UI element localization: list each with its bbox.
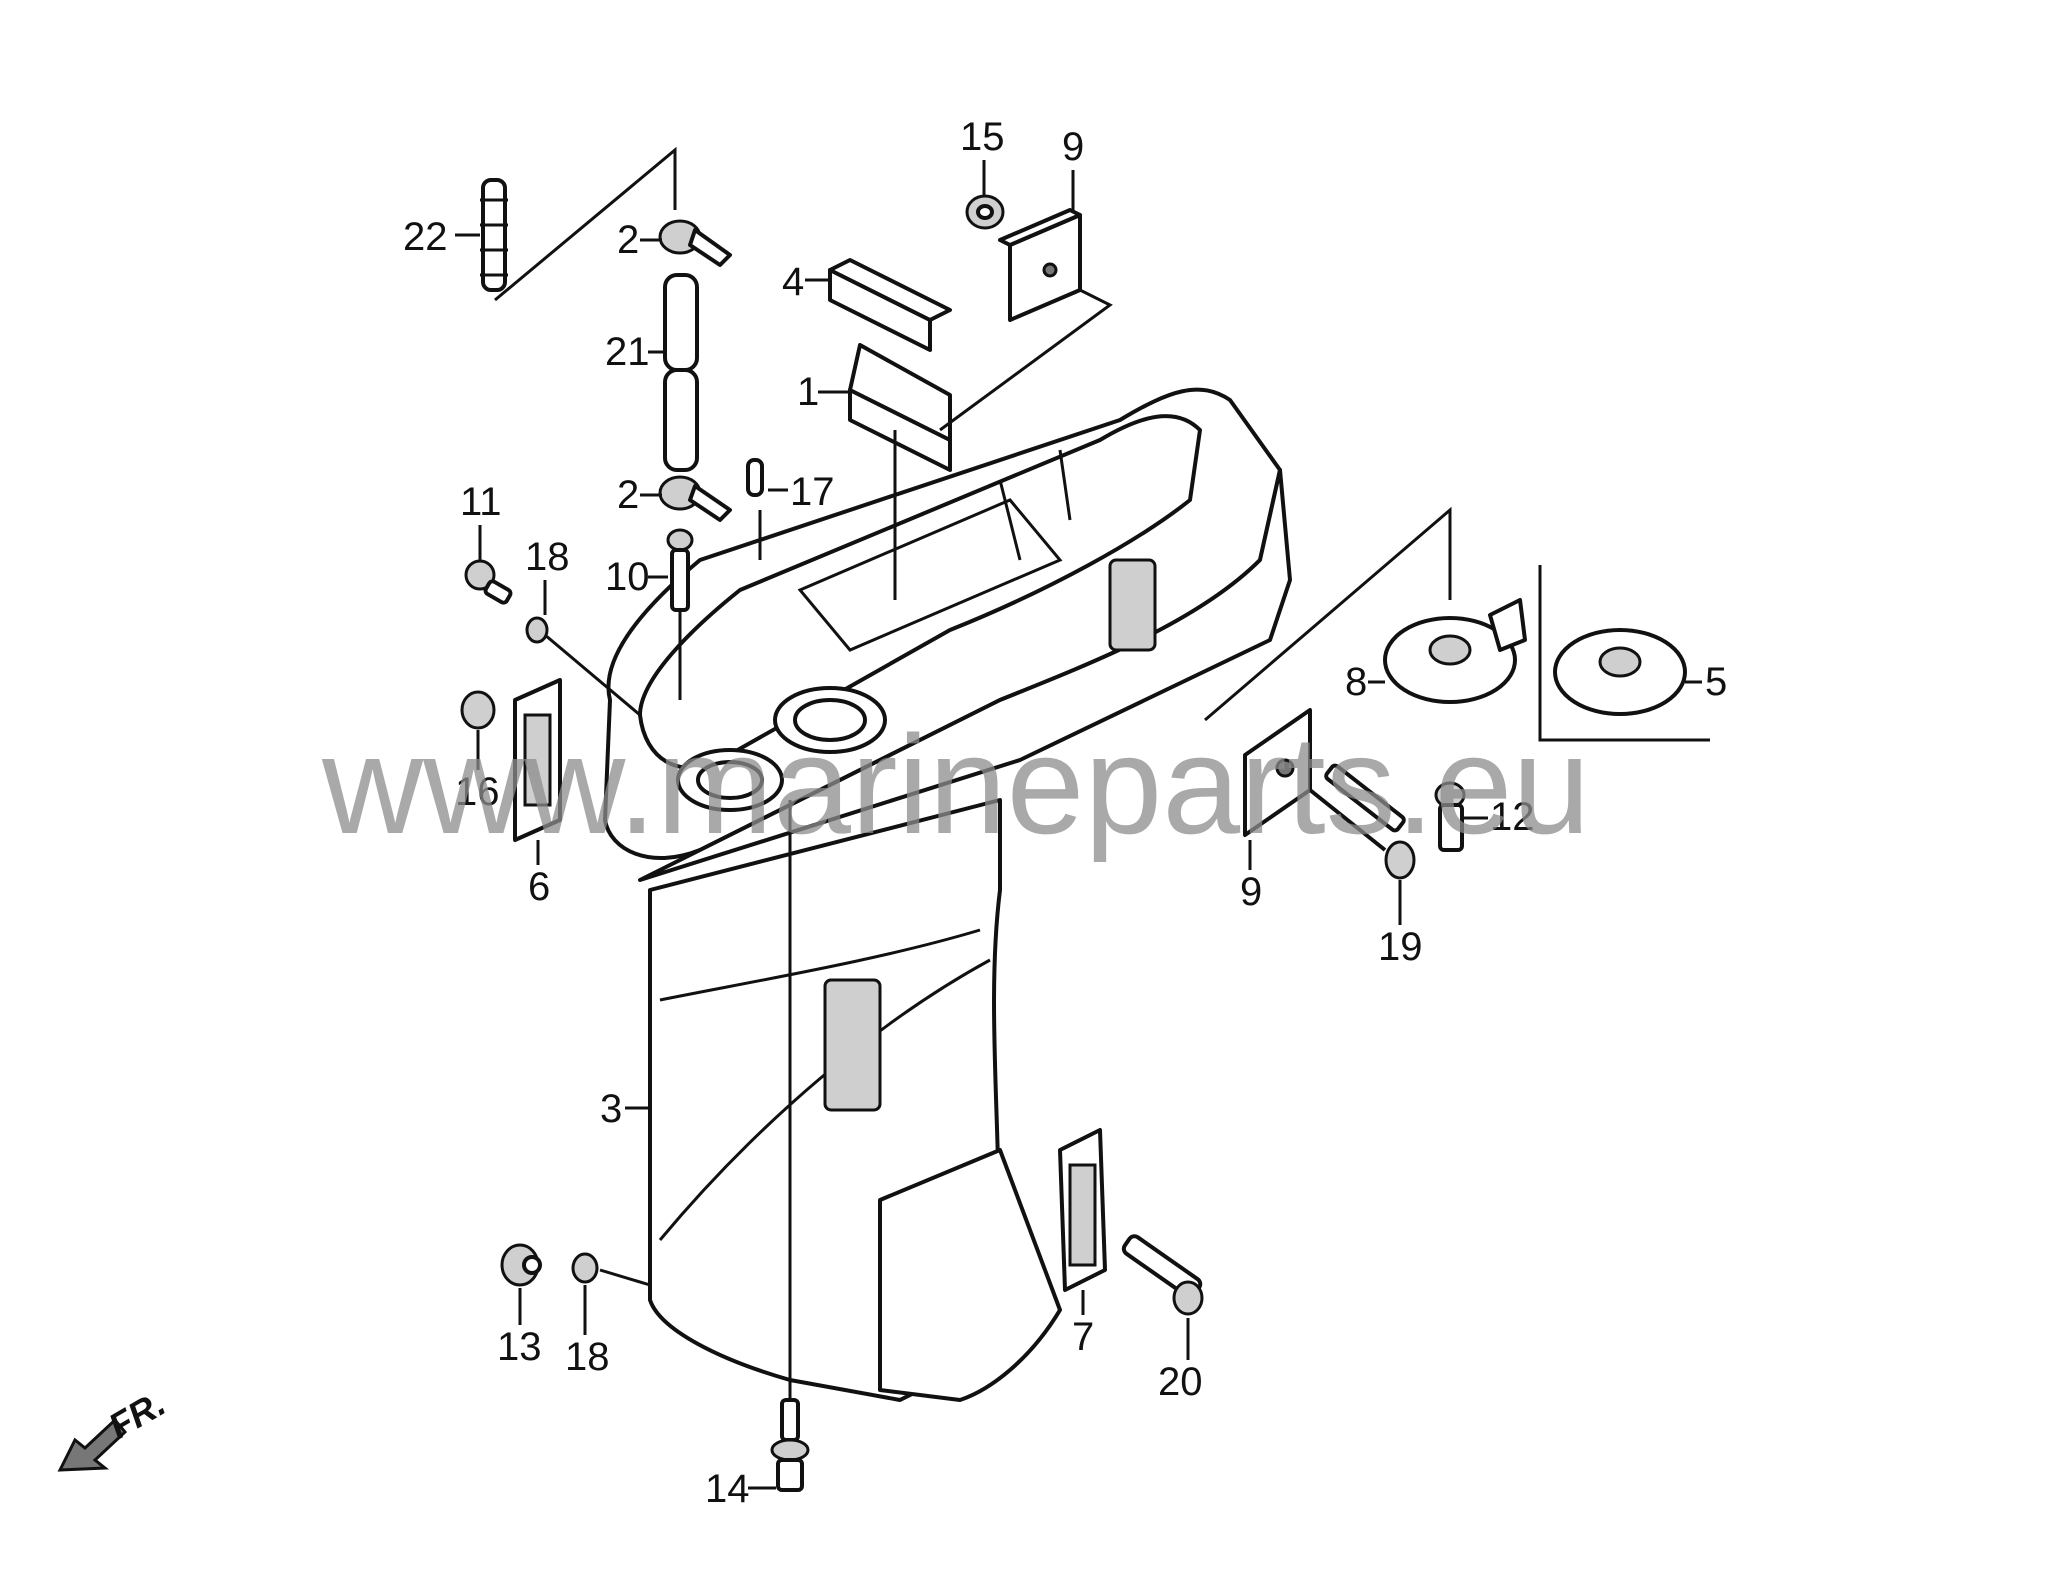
callout-22: 22 <box>403 215 448 259</box>
callout-8: 8 <box>1345 660 1367 704</box>
bolt-19 <box>1308 763 1416 880</box>
drain-bolt-14 <box>770 1398 810 1492</box>
leader-bracket-8 <box>1204 506 1452 722</box>
callout-14: 14 <box>705 1467 750 1511</box>
callout-7: 7 <box>1072 1315 1094 1359</box>
leader-9-upper <box>939 288 1113 432</box>
leader-bracket-22 <box>494 146 677 302</box>
bolt-12 <box>1434 781 1466 852</box>
callout-3: 3 <box>600 1087 622 1131</box>
callout-11: 11 <box>460 480 502 524</box>
callout-5: 5 <box>1705 660 1727 704</box>
bolt-20 <box>1121 1234 1204 1316</box>
callout-9-upper: 9 <box>1062 125 1084 169</box>
bolt-10 <box>666 528 694 612</box>
callout-19: 19 <box>1378 925 1423 969</box>
bracket-5 <box>1538 565 1710 742</box>
gear-case-housing <box>603 387 1292 1402</box>
rubber-mount-1 <box>848 343 952 472</box>
callout-16: 16 <box>455 770 500 814</box>
callouts: 22 2 21 4 1 15 9 2 17 11 18 10 16 6 8 5 <box>403 115 1727 1511</box>
bolt-11 <box>464 559 513 605</box>
callout-17: 17 <box>790 470 835 514</box>
callout-12: 12 <box>1490 795 1535 839</box>
callout-18-lower: 18 <box>565 1335 610 1379</box>
rubber-block-4 <box>828 258 952 352</box>
callout-18-upper: 18 <box>525 535 570 579</box>
nut-13 <box>500 1243 542 1287</box>
cap-5 <box>1553 628 1687 716</box>
callout-6: 6 <box>528 865 550 909</box>
stud-22 <box>480 178 508 292</box>
callout-10: 10 <box>605 555 650 599</box>
callout-2-upper: 2 <box>617 218 639 262</box>
leader-18-lower-to-housing <box>599 1268 651 1287</box>
cap-8 <box>1383 598 1527 704</box>
watermark-text: www.marineparts.eu <box>321 706 1590 863</box>
nut-15 <box>965 194 1005 230</box>
nut-16 <box>460 690 496 730</box>
washer-18-lower <box>571 1252 599 1284</box>
pin-17 <box>746 458 764 497</box>
pad-9-upper <box>998 208 1082 322</box>
washer-18-upper <box>525 616 549 644</box>
clip-2-upper <box>658 219 732 267</box>
callout-21: 21 <box>605 330 650 374</box>
callout-9-lower: 9 <box>1240 870 1262 914</box>
clip-2-lower <box>658 475 732 522</box>
callout-2-lower: 2 <box>617 473 639 517</box>
tube-21 <box>663 273 699 472</box>
leader-18-to-housing <box>544 633 641 717</box>
callout-20: 20 <box>1158 1360 1203 1404</box>
callout-4: 4 <box>782 260 804 304</box>
callout-15: 15 <box>960 115 1005 159</box>
callout-13: 13 <box>497 1325 542 1369</box>
callout-1: 1 <box>797 370 819 414</box>
anode-7 <box>1058 1128 1107 1292</box>
front-direction-arrow-icon <box>57 1417 128 1472</box>
anode-6 <box>513 678 562 842</box>
